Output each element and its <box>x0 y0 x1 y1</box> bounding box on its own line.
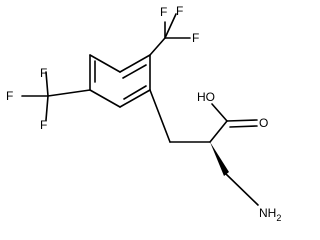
atom-f-top-3: F <box>160 5 167 19</box>
atom-amine: NH2 <box>259 206 281 223</box>
atom-f-top-1: F <box>176 4 183 18</box>
chemical-structure: F F F F F F HO O NH2 <box>6 4 281 223</box>
stereo-wedge-bond <box>210 142 229 176</box>
atom-f-top-2: F <box>192 31 199 45</box>
atom-f-left-2: F <box>6 89 13 103</box>
cf3-group-top: F F F <box>149 4 199 56</box>
atom-f-left-3: F <box>40 118 47 132</box>
amine-subscript: 2 <box>276 213 281 223</box>
atom-hydroxyl: HO <box>197 90 215 104</box>
side-chain <box>149 89 211 143</box>
atom-f-left-1: F <box>40 66 47 80</box>
atom-carbonyl-oxygen: O <box>259 116 268 130</box>
cf3-group-left: F F F <box>6 66 91 132</box>
carboxylic-acid: HO O <box>197 90 268 143</box>
aminomethyl-group: NH2 <box>210 142 281 223</box>
amine-symbol: NH <box>259 206 276 220</box>
benzene-ring <box>89 54 151 108</box>
